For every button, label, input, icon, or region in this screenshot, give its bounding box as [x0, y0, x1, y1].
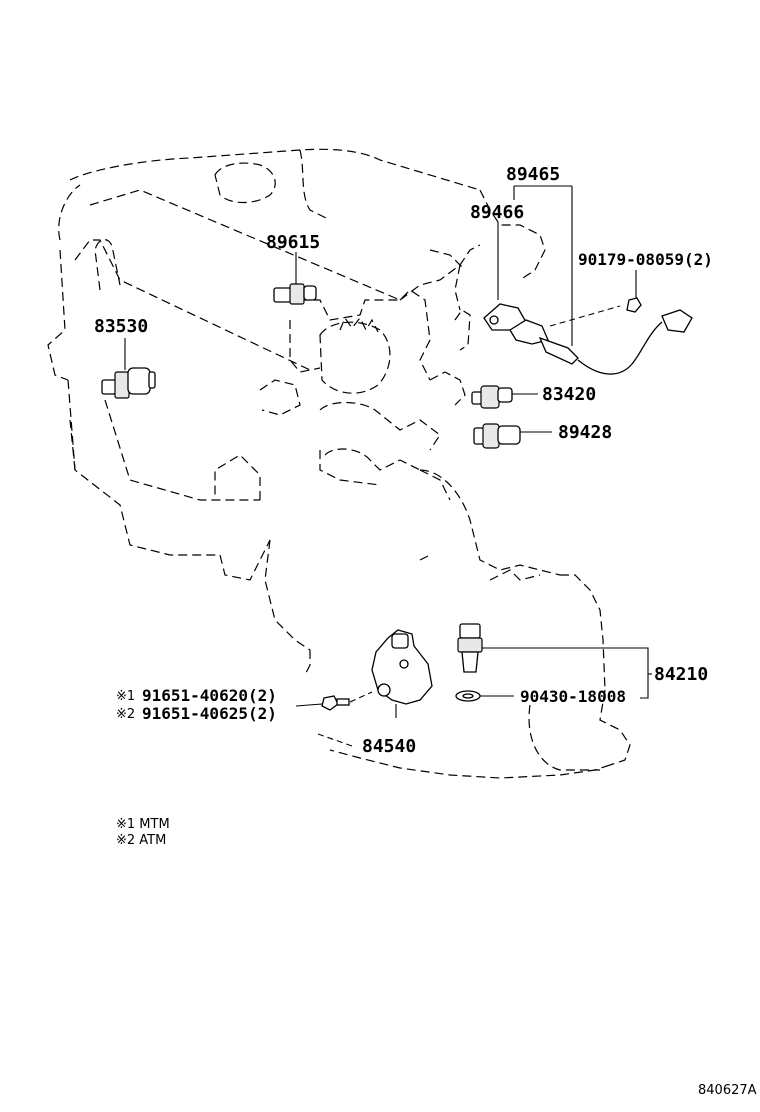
label-90179-08059: 90179-08059(2)	[578, 250, 713, 269]
label-91651-40620: 91651-40620(2)	[142, 686, 277, 705]
legend-note-mtm: ※1 MTM	[116, 817, 170, 832]
label-91651-40625: 91651-40625(2)	[142, 704, 277, 723]
label-83420: 83420	[542, 384, 596, 405]
label-89465: 89465	[506, 164, 560, 185]
label-84540: 84540	[362, 736, 416, 757]
part-89615-sensor	[273, 252, 317, 305]
engine-outline	[47, 148, 631, 779]
legend-note-atm: ※2 ATM	[116, 833, 166, 848]
label-89428: 89428	[558, 422, 612, 443]
illustration-code: 840627A	[698, 1083, 757, 1098]
part-84540-switch	[295, 629, 433, 747]
label-89615: 89615	[266, 232, 320, 253]
part-89465-oxygen-sensor	[483, 185, 693, 375]
part-84210-switch	[455, 623, 652, 702]
label-90430-18008: 90430-18008	[520, 687, 626, 706]
part-89428-sensor	[473, 423, 552, 449]
part-83420-sensor	[471, 385, 538, 409]
part-83530-switch	[101, 338, 156, 399]
label-89466: 89466	[470, 202, 524, 223]
label-84210: 84210	[654, 664, 708, 685]
label-mark-2: ※2	[116, 707, 135, 722]
label-83530: 83530	[94, 316, 148, 337]
label-mark-1: ※1	[116, 689, 135, 704]
